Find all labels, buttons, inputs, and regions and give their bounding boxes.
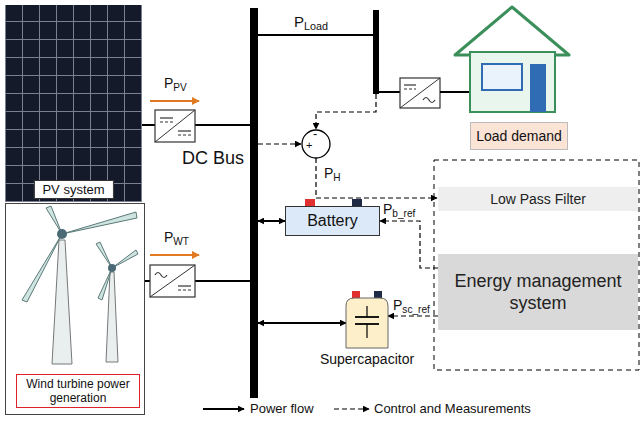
power-connector [258,220,285,222]
node-label: Low Pass Filter [490,191,586,207]
legend-sample-dashed [334,408,369,409]
symbol-subscript: H [333,172,340,183]
load-feeder-line [440,91,470,93]
power-connector [258,322,346,324]
battery-terminal [305,199,315,206]
symbol-letter: P [393,297,402,313]
battery-terminal [352,199,362,206]
edge-label: PPV [163,76,188,91]
battery-box: Battery [285,206,380,236]
legend-sample-solid [203,408,244,410]
filter-band: Low Pass Filter [438,187,638,211]
load-bus-bar [373,10,379,94]
pv-panel: PV system [5,5,142,202]
dc-ac-inverter [400,78,440,108]
signal-label: PH [324,166,341,181]
symbol-letter: P [294,13,304,30]
legend-text: Power flow [250,401,314,416]
legend-text: Control and Measurements [374,401,531,416]
measurement-line [316,94,376,129]
node-label: Wind turbine power generation [16,374,140,408]
symbol-letter: P [324,165,333,181]
edge-label: Pb_ref [382,202,416,217]
wind-turbine-illustration [22,206,138,364]
control-connector [388,315,438,316]
node-label: DC Bus [182,148,244,169]
supercapacitor-box: Supercapacitor [346,298,388,348]
signal-label: PLoad [294,14,328,31]
signal-label: - [313,127,317,141]
symbol-subscript: Load [304,20,328,32]
house-icon [455,7,569,112]
edge-label: PWT [163,230,190,245]
load-box: Load demand [470,122,568,150]
signal-label: + [306,139,312,151]
ems-box: Energy management system [438,254,638,330]
symbol-subscript: b_ref [392,208,415,219]
dc-dc-converter [155,110,195,142]
node-label: Battery [307,212,358,230]
control-connector [380,221,438,268]
load-feeder-line [379,91,400,93]
power-direction-arrow [150,100,199,102]
symbol-subscript: WT [173,236,189,247]
wind-turbine-box: Wind turbine power generation [5,203,145,415]
node-label: Supercapacitor [320,351,414,367]
ems-region [434,160,639,370]
power-direction-arrow [150,254,199,256]
dc-bus-bar: DC Bus [250,8,258,398]
symbol-letter: P [164,75,173,91]
symbol-subscript: sc_ref [402,304,429,315]
node-label: PV system [33,180,113,199]
node-label: Load demand [476,128,562,144]
symbol-letter: P [164,229,173,245]
edge-label: Psc_ref [392,298,431,313]
ac-dc-converter [150,265,195,297]
supercapacitor-symbol [346,291,388,348]
symbol-subscript: PV [173,82,186,93]
symbol-letter: P [383,201,392,217]
load-feeder-line [258,34,374,36]
node-label: Energy management system [448,270,628,315]
measurement-line [258,143,301,144]
control-line [316,158,437,198]
